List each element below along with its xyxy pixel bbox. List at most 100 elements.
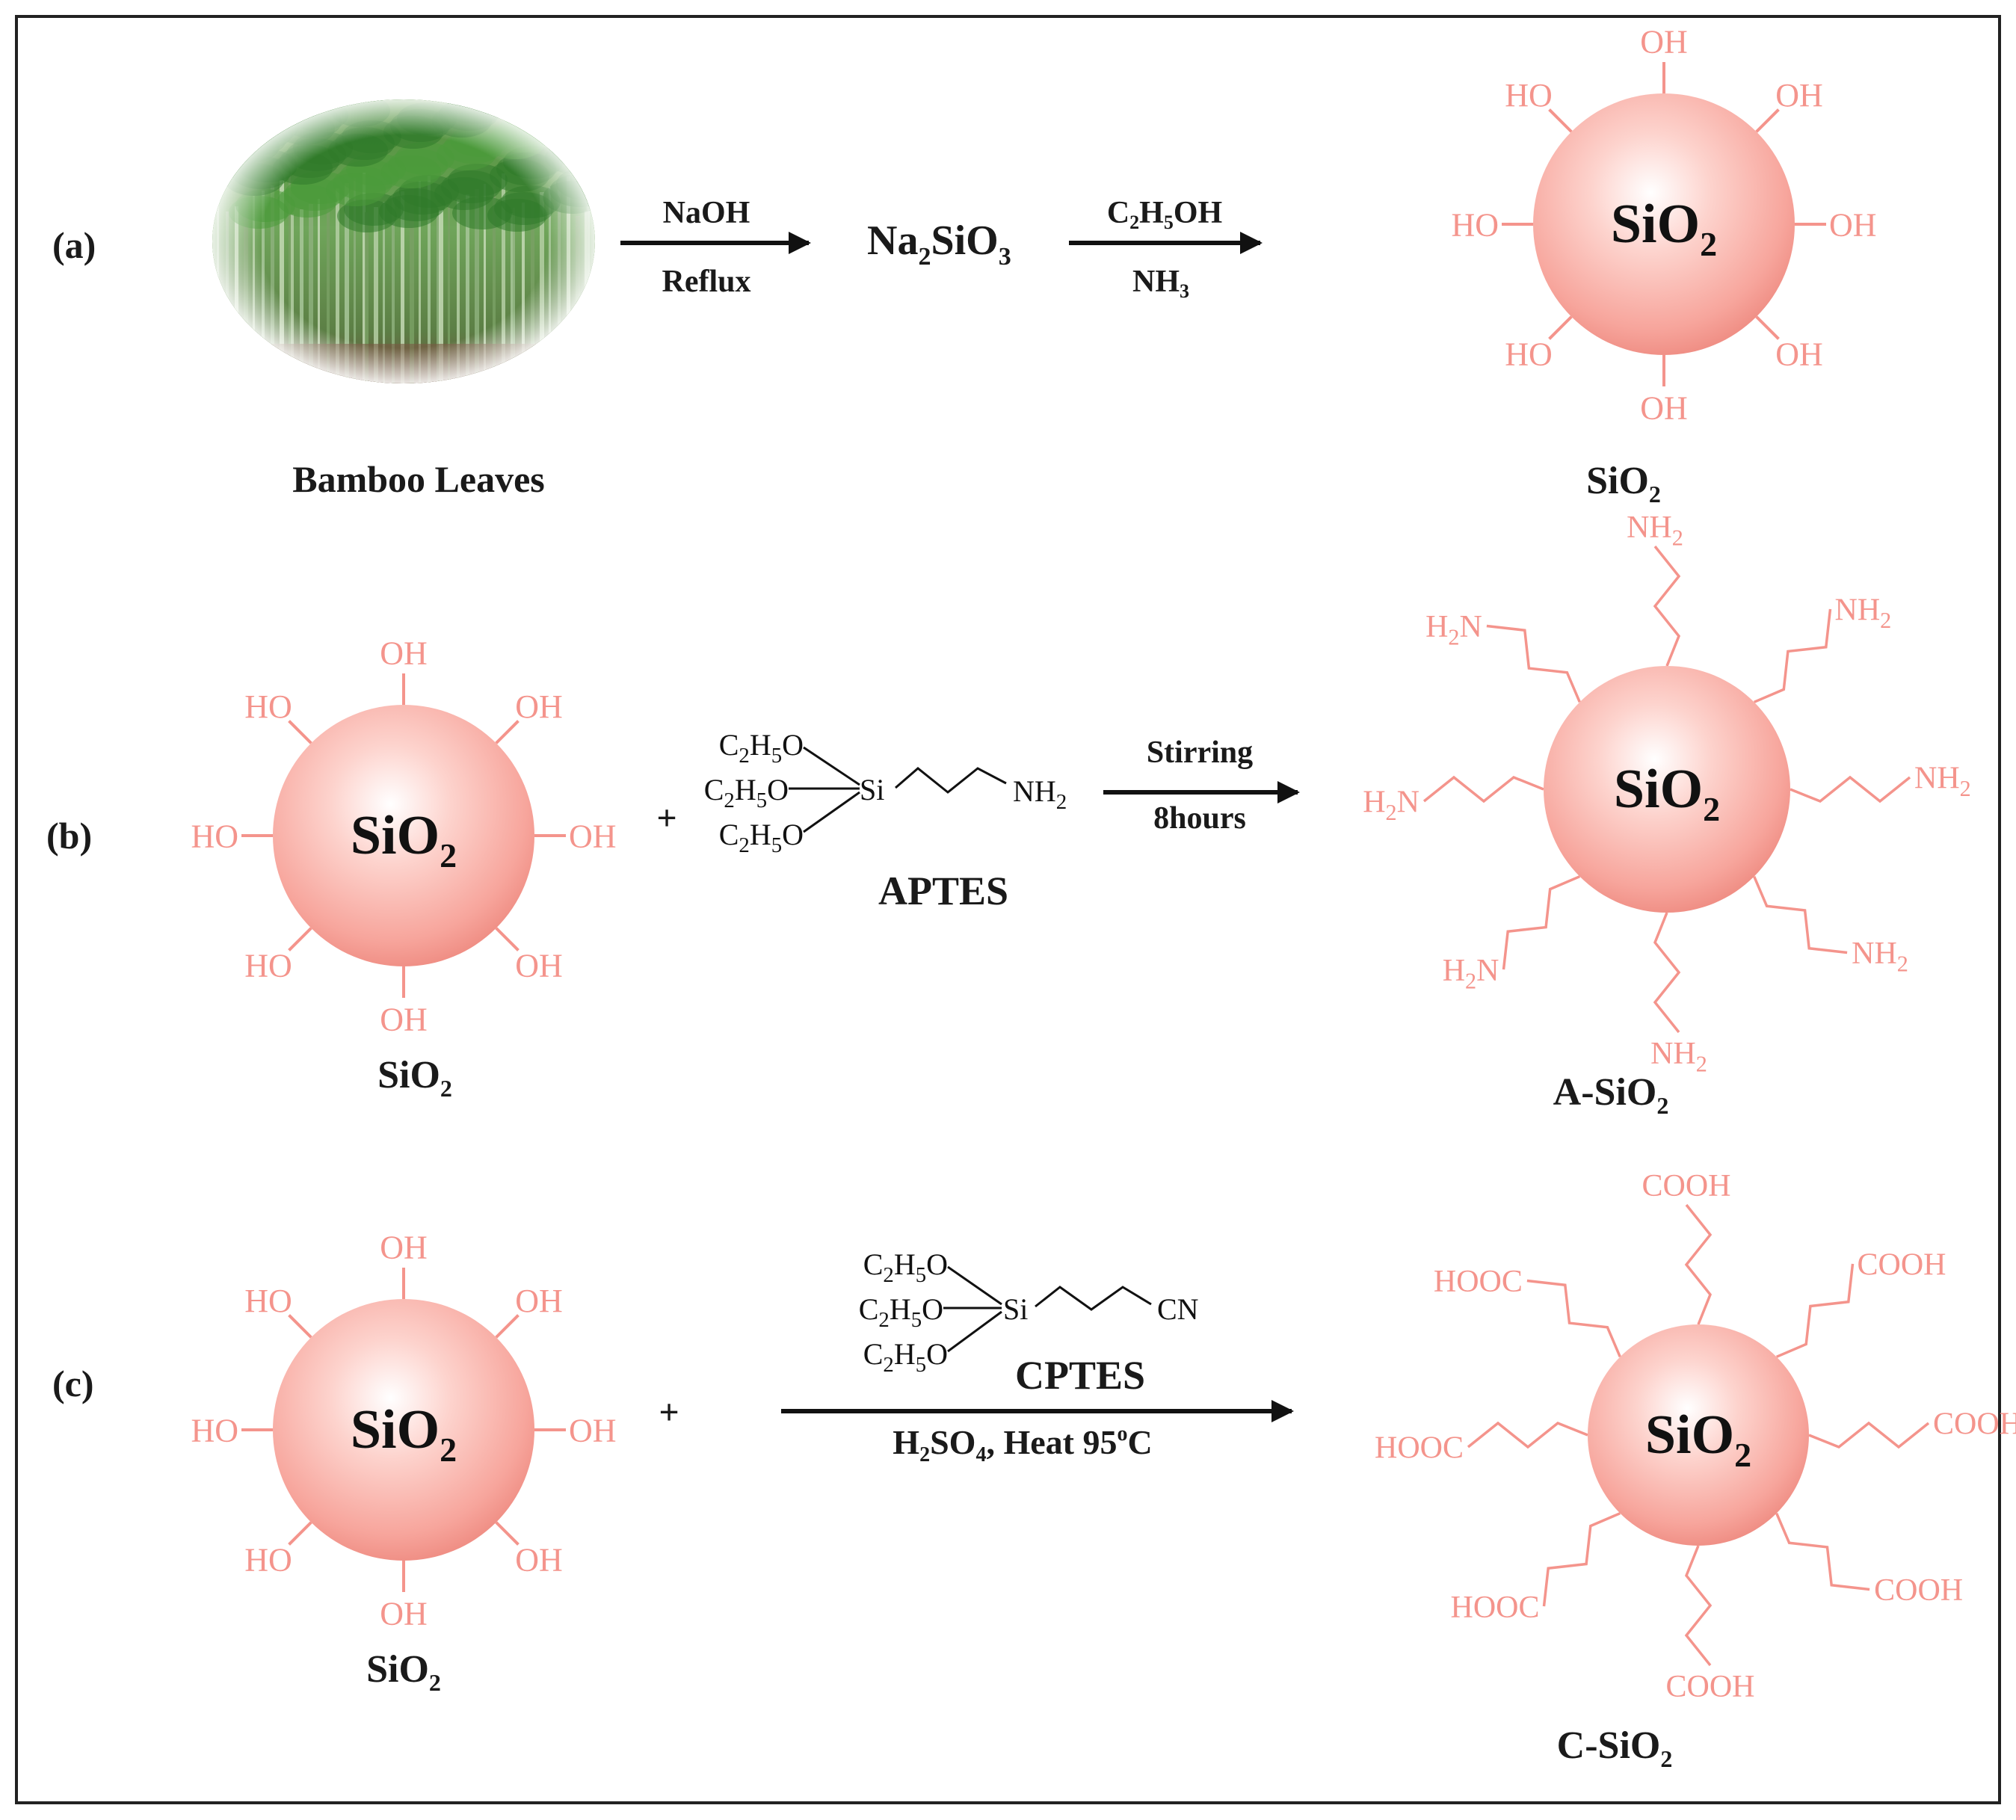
propyl-chain	[1653, 912, 1681, 1034]
panel-a-label: (a)	[52, 224, 96, 266]
core-formula-label: SiO2	[351, 805, 457, 874]
hydroxyl-group-label: OH	[1775, 77, 1823, 114]
aptes-name: APTES	[878, 869, 1008, 913]
hydroxyl-group-label: HO	[1505, 336, 1553, 373]
surface-bond	[288, 1314, 312, 1339]
silica-nanoparticle-core	[273, 705, 534, 966]
surface-bond	[1755, 315, 1780, 340]
arrow-a2-bottom-label: NH3	[1132, 265, 1189, 302]
aptes-bonds	[789, 746, 1007, 833]
hydroxyl-group-label: OH	[380, 1595, 428, 1632]
hydroxyl-group-label: HO	[244, 1542, 292, 1579]
amine-group-label: NH2	[1627, 510, 1683, 551]
figure-frame	[15, 15, 2001, 1804]
hydroxyl-group-label: OH	[515, 948, 563, 984]
ethoxy-group-label: C2H5O	[719, 728, 804, 768]
propyl-chain	[1422, 775, 1544, 803]
hydroxyl-group-label: HO	[1505, 77, 1553, 114]
propyl-chain	[1486, 624, 1581, 703]
plus-sign-c: +	[659, 1392, 679, 1432]
hydroxyl-group-label: HO	[244, 688, 292, 725]
amine-group-label: H2N	[1425, 610, 1482, 650]
amine-group-label: NH2	[1914, 762, 1971, 802]
bamboo-leaves-image	[212, 99, 595, 383]
reactant-b-caption: SiO2	[377, 1054, 452, 1102]
propyl-chain	[1753, 876, 1848, 954]
propyl-chain	[1526, 1279, 1621, 1357]
hydroxyl-group-label: OH	[1829, 206, 1877, 243]
cptes-si-atom: Si	[1003, 1292, 1028, 1326]
arrow-c-bottom-label: H2SO4, Heat 95oC	[893, 1422, 1152, 1466]
ethoxy-group-label: C2H5O	[859, 1292, 943, 1332]
hydroxyl-group-label: OH	[380, 635, 428, 671]
silica-nanoparticle-core	[1588, 1324, 1809, 1546]
arrow-b-bottom-label: 8hours	[1153, 801, 1246, 836]
hydroxyl-group-label: OH	[569, 818, 617, 854]
arrow-a2-top-label: C2H5OH	[1107, 196, 1222, 233]
surface-bond	[288, 927, 312, 951]
silica-nanoparticle-core	[1533, 93, 1795, 355]
core-formula-label: SiO2	[351, 1399, 457, 1469]
hydroxyl-group-label: OH	[569, 1412, 617, 1449]
hydroxyl-group-label: OH	[1640, 23, 1688, 60]
hydroxyl-group-label: HO	[191, 818, 238, 854]
panel-c-label: (c)	[52, 1363, 94, 1404]
propyl-chain	[1684, 1203, 1713, 1325]
propyl-chain	[1684, 1545, 1713, 1667]
aptes-si-atom: Si	[860, 773, 884, 806]
panel-a: (a) Bamboo Leaves NaOH Reflux Na2SiO3 C2…	[52, 23, 1877, 508]
surface-bond	[288, 1521, 312, 1546]
cptes-name: CPTES	[1015, 1353, 1145, 1398]
hydroxyl-group-label: HO	[1451, 206, 1499, 243]
product-b-caption: A-SiO2	[1553, 1071, 1669, 1119]
hydroxyl-group-label: HO	[191, 1412, 238, 1449]
plus-sign-b: +	[656, 798, 676, 838]
arrow-b-top-label: Stirring	[1147, 735, 1253, 770]
ethoxy-group-label: C2H5O	[863, 1247, 948, 1287]
carboxyl-group-label: COOH	[1665, 1670, 1754, 1704]
hydroxyl-group-label: OH	[515, 1283, 563, 1319]
panel-b-label: (b)	[46, 815, 92, 857]
surface-bond	[495, 1521, 520, 1546]
arrow-a1-top-label: NaOH	[663, 196, 750, 230]
product-a-caption: SiO2	[1586, 460, 1661, 508]
amine-group-label: H2N	[1443, 954, 1499, 994]
cptes-bonds	[943, 1265, 1152, 1353]
cptes-structure: C2H5O C2H5O C2H5O Si CN	[859, 1247, 1199, 1377]
hydroxyl-group-label: OH	[380, 1001, 428, 1037]
carboxyl-group-label: HOOC	[1434, 1265, 1523, 1299]
silica-nanoparticle-core	[1544, 666, 1790, 913]
propyl-chain	[1775, 1513, 1870, 1591]
surface-bond	[288, 720, 312, 744]
propyl-chain	[1776, 1263, 1855, 1358]
hydroxyl-group-label: HO	[244, 1283, 292, 1319]
core-formula-label: SiO2	[1611, 194, 1717, 263]
cptes-nitrile-group: CN	[1157, 1292, 1199, 1326]
carboxyl-group-label: COOH	[1857, 1248, 1946, 1283]
hydroxyl-group-label: OH	[1640, 389, 1688, 426]
propyl-chain	[1790, 775, 1911, 803]
carboxyl-group-label: COOH	[1933, 1407, 2016, 1442]
amine-group-label: NH2	[1650, 1037, 1707, 1077]
propyl-chain	[1502, 875, 1580, 970]
amine-group-label: H2N	[1363, 786, 1419, 826]
ethoxy-group-label: C2H5O	[863, 1337, 948, 1377]
carboxyl-group-label: HOOC	[1451, 1591, 1540, 1625]
surface-bond	[495, 1314, 520, 1339]
core-formula-label: SiO2	[1614, 759, 1720, 828]
core-formula-label: SiO2	[1645, 1404, 1751, 1474]
hydroxyl-group-label: OH	[380, 1229, 428, 1265]
propyl-chain	[1542, 1512, 1621, 1607]
hydroxyl-group-label: HO	[244, 948, 292, 984]
ethoxy-group-label: C2H5O	[719, 818, 804, 857]
arrow-a1-bottom-label: Reflux	[662, 265, 751, 299]
carboxyl-group-label: COOH	[1874, 1573, 1963, 1608]
